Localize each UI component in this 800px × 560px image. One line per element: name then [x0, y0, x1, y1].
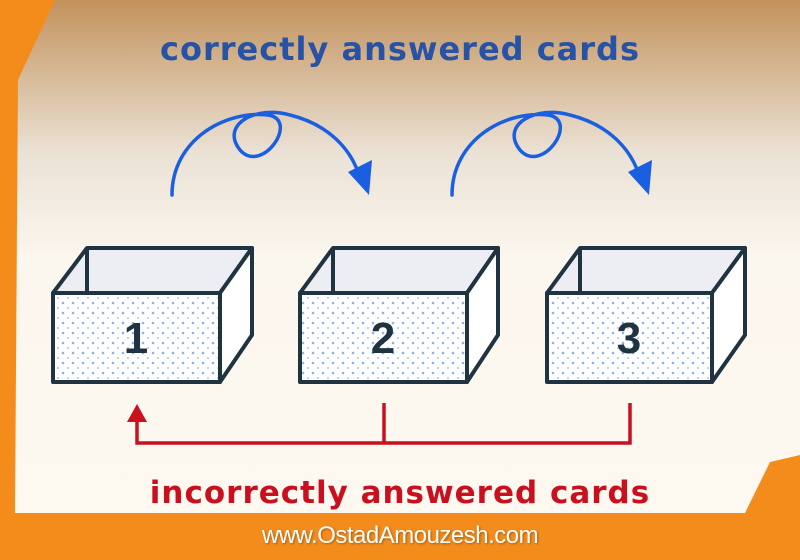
arrowhead-icon: [348, 160, 372, 195]
box-2: [298, 246, 500, 384]
box-3: [545, 246, 747, 384]
arrowhead-icon: [127, 404, 147, 422]
correct-label: correctly answered cards: [160, 30, 640, 68]
correct-arrow-2: [450, 110, 640, 197]
box-label-2: 2: [371, 314, 395, 363]
correct-arrow-1: [170, 110, 360, 197]
arrowhead-icon: [628, 160, 652, 195]
box-label-1: 1: [124, 314, 148, 363]
incorrect-arrow: [135, 403, 632, 445]
footer-url: www.OstadAmouzesh.com: [261, 522, 539, 549]
box-1: [51, 246, 254, 384]
incorrect-label: incorrectly answered cards: [149, 475, 651, 511]
correct-arrows: [170, 110, 640, 197]
box-label-3: 3: [617, 314, 641, 363]
